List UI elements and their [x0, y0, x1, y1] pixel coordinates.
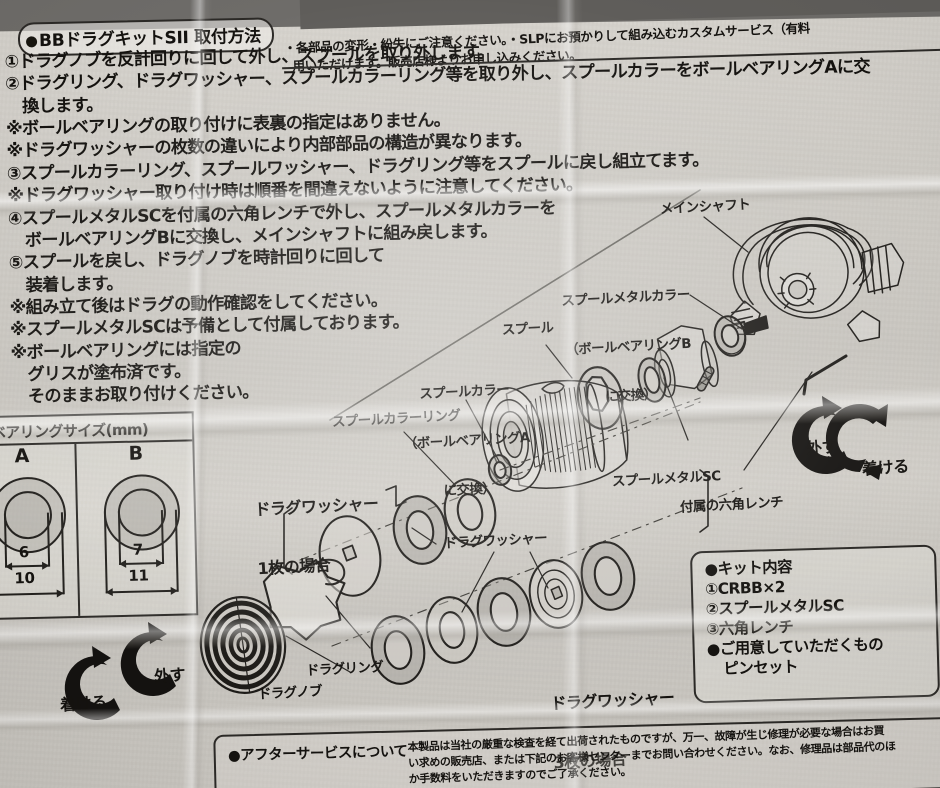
- label-spool-metal-collar: スプールメタルカラー: [561, 287, 691, 310]
- label-drag-washer-1-line2: 1枚の場合: [257, 554, 331, 578]
- bullet-dot: [25, 36, 38, 48]
- label-spool-metal-collar-sub1: （ボールベアリングB: [565, 336, 692, 358]
- label-drag-knob: ドラグノブ: [257, 684, 323, 703]
- bearing-b-outer-dim-line: [105, 589, 178, 593]
- label-remove-left: 外す: [153, 664, 186, 687]
- bearing-column-a-label: A: [14, 445, 30, 468]
- bearing-a-inner-dim: 6: [18, 543, 30, 562]
- label-drag-washer-1-group: ドラグワッシャー 1枚の場合: [252, 455, 384, 617]
- label-spool-collar-group: スプールカラー （ボールベアリングA に交換）: [399, 349, 534, 535]
- label-drag-washer-3-line1: ドラグワッシャー: [550, 687, 675, 714]
- bearing-a-outer-dim-line: [0, 592, 64, 596]
- label-attach-left: 着ける: [59, 692, 108, 715]
- label-remove-right: 外す: [805, 436, 838, 459]
- bearing-a-outer-dim: 10: [14, 568, 35, 588]
- bearing-b-inner-dim: 7: [132, 540, 144, 559]
- bearing-b-outer-dim: 11: [128, 566, 149, 585]
- bearing-table-column-divider: [74, 441, 81, 616]
- label-spool-metal-collar-group: スプールメタルカラー （ボールベアリングB に交換）: [559, 255, 697, 441]
- label-spool: スプール: [501, 320, 554, 339]
- label-drag-washer-1-line1: ドラグワッシャー: [254, 493, 379, 520]
- after-service-title: ●アフターサービスについて: [227, 743, 408, 765]
- bearing-table-header: ールベアリングサイズ(mm): [0, 413, 193, 447]
- bearing-column-b-label: B: [128, 442, 144, 465]
- label-spool-collar-sub1: （ボールベアリングA: [403, 430, 531, 453]
- bearing-size-table: ールベアリングサイズ(mm) A B 6 10 7 11: [0, 411, 199, 621]
- label-attach-right: 着ける: [861, 456, 910, 479]
- label-spool-collar-sub2: に交換）: [443, 481, 496, 500]
- kit-contents-text: ●キット内容 ①CRBB×2 ②スプールメタルSC ③六角レンチ ●ご用意してい…: [704, 553, 940, 680]
- bearing-table-header-label: ールベアリングサイズ(mm): [0, 420, 149, 443]
- label-spool-metal-collar-sub2: に交換）: [604, 387, 657, 406]
- label-spool-collar: スプールカラー: [419, 382, 510, 403]
